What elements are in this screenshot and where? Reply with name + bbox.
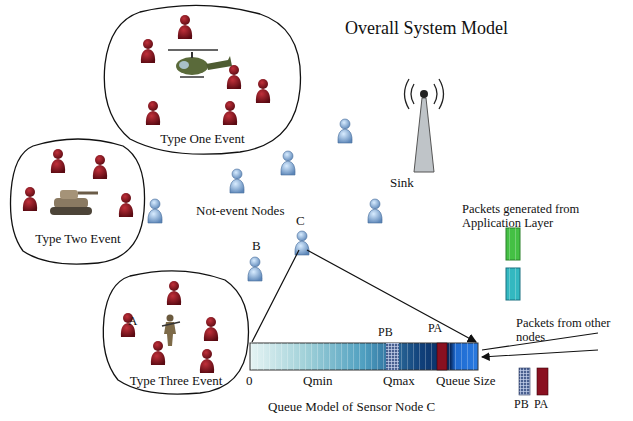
label-text: Packets generated from Application Layer: [462, 202, 612, 231]
label-text: B: [252, 239, 261, 254]
label-text: Queue Size: [436, 374, 496, 389]
tank: [50, 190, 98, 215]
label-text: PB: [378, 326, 393, 340]
soldier: [162, 315, 180, 347]
label-text: Queue Model of Sensor Node C: [268, 400, 435, 415]
label-text: PB: [514, 398, 529, 412]
region-outline: [8, 136, 148, 266]
event-label: Type Two Event: [35, 232, 120, 247]
event-label: Type Three Event: [130, 374, 223, 389]
sink-antenna: [405, 79, 444, 172]
region-border: [103, 271, 248, 394]
helicopter: [168, 50, 232, 77]
label-text: 0: [246, 374, 253, 389]
label-text: Not-event Nodes: [196, 204, 284, 219]
label-text: C: [296, 214, 305, 229]
label-text: PA: [534, 398, 548, 412]
label-text: Packets from other nodes: [516, 316, 620, 345]
label-text: A: [128, 314, 137, 329]
region-border: [11, 139, 145, 264]
region-border: [104, 5, 300, 154]
label-text: Qmin: [303, 374, 333, 389]
event-region: Type Three Event: [100, 268, 252, 396]
diagram-title: Overall System Model: [345, 18, 508, 39]
label-text: Sink: [390, 176, 414, 191]
label-text: Qmax: [383, 374, 415, 389]
event-region: Type One Event: [100, 4, 305, 156]
event-label: Type One Event: [160, 132, 244, 147]
event-region: Type Two Event: [8, 136, 148, 266]
label-text: PA: [428, 322, 442, 336]
